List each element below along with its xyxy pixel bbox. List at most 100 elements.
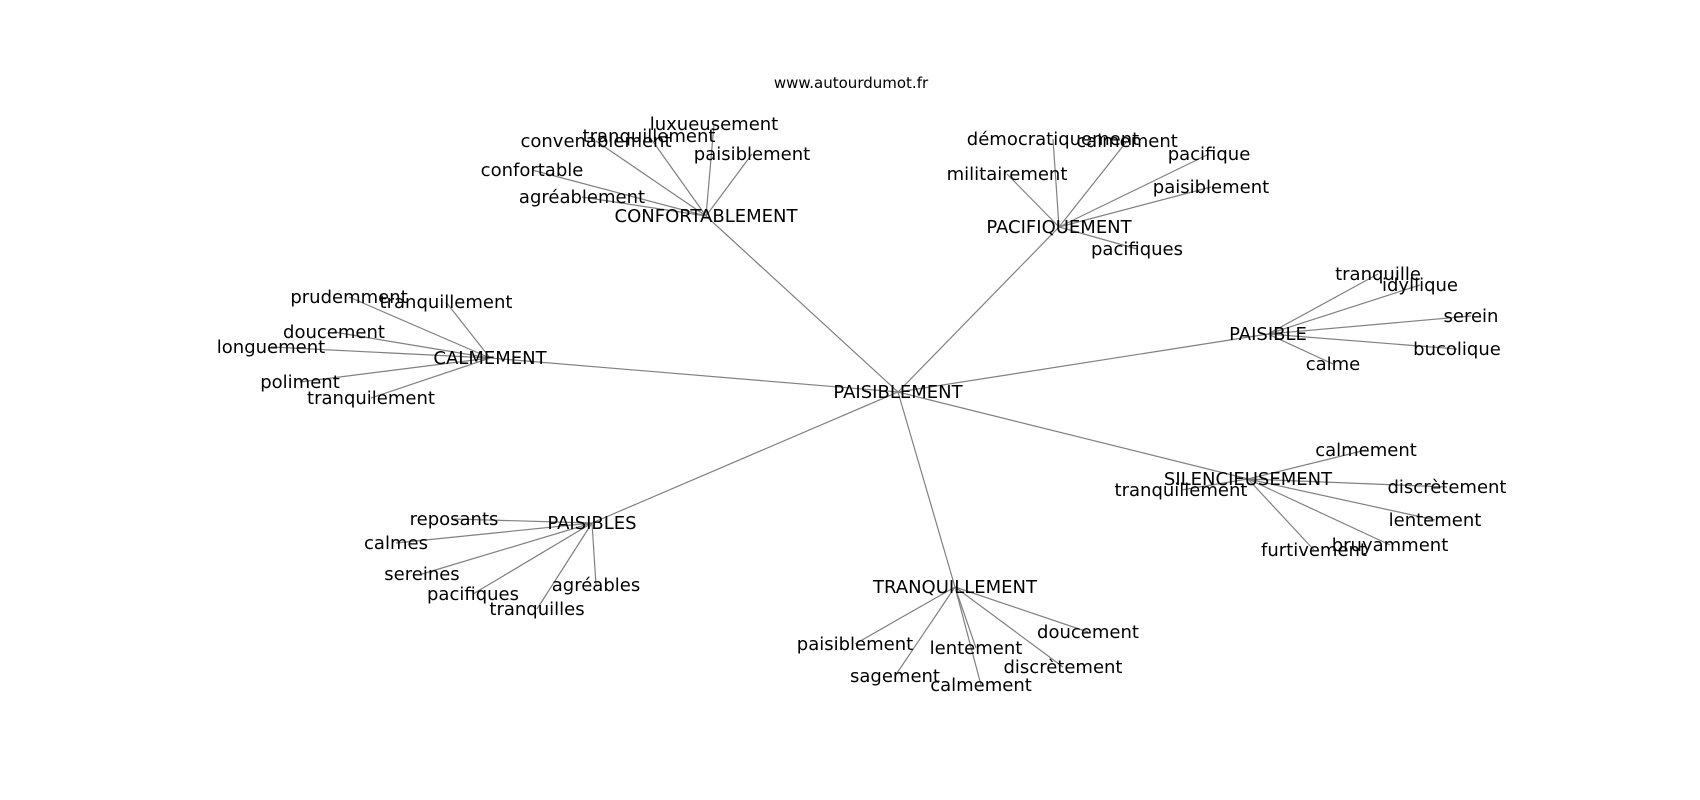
leaf-word-node[interactable]: idyllique (1382, 275, 1458, 296)
edge-center-0 (705, 215, 899, 393)
edge-leaf-6-0 (954, 586, 1089, 633)
edge-leaf-2-2 (1267, 315, 1472, 335)
leaf-word-node[interactable]: pacifique (1168, 144, 1251, 165)
leaf-word-node[interactable]: lentement (930, 638, 1023, 659)
leaf-word-node[interactable]: serein (1444, 306, 1499, 327)
leaf-word-node[interactable]: paisiblement (1153, 177, 1269, 198)
center-word-node[interactable]: PAISIBLEMENT (833, 382, 963, 403)
edge-leaf-0-2 (595, 140, 707, 217)
edge-leaf-4-5 (1247, 478, 1315, 551)
cluster-word-node[interactable]: SILENCIEUSEMENT (1164, 469, 1333, 490)
leaf-word-node[interactable]: prudemment (290, 287, 407, 308)
edge-center-3 (489, 357, 899, 393)
edge-leaf-0-4 (531, 169, 707, 217)
cluster-word-node[interactable]: PAISIBLE (1229, 324, 1307, 345)
leaf-word-node[interactable]: discrètement (1388, 477, 1507, 498)
edge-leaf-1-3 (1006, 173, 1060, 228)
edge-leaf-3-5 (370, 357, 491, 399)
edge-leaf-5-2 (421, 522, 593, 575)
leaf-word-node[interactable]: reposants (410, 509, 499, 530)
cluster-word-node[interactable]: PACIFIQUEMENT (986, 217, 1132, 238)
leaf-word-node[interactable]: bruyamment (1332, 535, 1449, 556)
edge-leaf-1-4 (1058, 186, 1212, 228)
leaf-word-node[interactable]: bucolique (1413, 339, 1501, 360)
leaf-word-node[interactable]: poliment (260, 372, 340, 393)
site-url: www.autourdumot.fr (774, 74, 929, 92)
edge-leaf-3-3 (270, 346, 491, 359)
edge-center-2 (897, 333, 1269, 393)
leaf-word-node[interactable]: paisiblement (694, 144, 810, 165)
edge-leaf-4-4 (1247, 478, 1391, 546)
cluster-word-node[interactable]: PAISIBLES (547, 513, 636, 534)
leaf-word-node[interactable]: convenablement (520, 131, 671, 152)
edge-leaf-4-3 (1247, 478, 1436, 521)
leaf-word-node[interactable]: sagement (850, 666, 940, 687)
edge-leaf-2-1 (1267, 284, 1421, 335)
leaf-word-node[interactable]: démocratiquement (967, 129, 1139, 150)
edge-leaf-6-3 (954, 586, 1064, 668)
edge-leaf-6-5 (954, 586, 982, 686)
cluster-word-node[interactable]: CALMEMENT (433, 348, 547, 369)
edge-center-1 (897, 226, 1060, 393)
edge-leaf-4-1 (1247, 478, 1448, 488)
leaf-word-node[interactable]: tranquilles (489, 599, 584, 620)
leaf-word-node[interactable]: sereines (384, 564, 459, 585)
leaf-word-node[interactable]: furtivement (1261, 540, 1367, 561)
edge-leaf-6-2 (954, 586, 977, 649)
leaf-word-node[interactable]: militairement (947, 164, 1068, 185)
leaf-word-node[interactable]: tranquillement (1115, 480, 1248, 501)
edge-center-4 (897, 391, 1249, 480)
leaf-word-node[interactable]: confortable (481, 160, 584, 181)
leaf-word-node[interactable]: lentement (1389, 510, 1482, 531)
leaf-word-node[interactable]: calmement (930, 675, 1032, 696)
edge-leaf-0-1 (648, 135, 707, 217)
leaf-word-node[interactable]: calmement (1315, 440, 1417, 461)
edge-leaf-3-4 (299, 357, 491, 383)
edge-leaf-1-1 (1058, 140, 1128, 228)
edge-leaf-0-3 (705, 153, 753, 217)
leaf-word-node[interactable]: pacifiques (1091, 239, 1183, 260)
edge-leaf-1-2 (1058, 153, 1210, 228)
leaf-word-node[interactable]: luxueusement (650, 114, 778, 135)
edge-leaf-2-0 (1267, 273, 1379, 335)
edge-leaf-2-4 (1267, 333, 1334, 365)
edge-center-5 (591, 391, 899, 524)
edge-leaf-3-2 (333, 331, 491, 359)
edge-leaf-0-5 (581, 196, 707, 217)
leaf-word-node[interactable]: tranquilement (307, 388, 435, 409)
edge-leaf-3-1 (445, 301, 491, 359)
edge-leaf-6-1 (854, 586, 956, 645)
edge-center-6 (897, 391, 956, 588)
edge-leaf-3-0 (348, 296, 491, 359)
leaf-word-node[interactable]: agréables (552, 575, 640, 596)
edge-leaf-2-3 (1267, 333, 1458, 350)
edge-leaf-5-3 (472, 522, 593, 595)
leaf-word-node[interactable]: tranquille (1335, 264, 1421, 285)
edge-leaf-5-0 (453, 518, 593, 524)
leaf-word-node[interactable]: pacifiques (427, 584, 519, 605)
edge-leaf-0-0 (705, 123, 715, 217)
edge-leaf-5-4 (591, 522, 597, 586)
edge-leaf-5-5 (536, 522, 593, 610)
graph-labels: PAISIBLEMENTluxueusementtranquillementco… (217, 114, 1507, 696)
leaf-word-node[interactable]: paisiblement (797, 634, 913, 655)
leaf-word-node[interactable]: tranquillement (380, 292, 513, 313)
leaf-word-node[interactable]: agréablement (519, 187, 645, 208)
leaf-word-node[interactable]: longuement (217, 337, 325, 358)
leaf-word-node[interactable]: tranquillement (583, 126, 716, 147)
leaf-word-node[interactable]: calmes (364, 533, 428, 554)
edge-leaf-4-0 (1247, 449, 1367, 480)
cluster-word-node[interactable]: CONFORTABLEMENT (615, 206, 799, 227)
edge-leaf-4-2 (1180, 478, 1249, 491)
leaf-word-node[interactable]: doucement (283, 322, 385, 343)
edge-leaf-5-1 (395, 522, 593, 544)
leaf-word-node[interactable]: doucement (1037, 622, 1139, 643)
edge-leaf-1-0 (1052, 138, 1060, 228)
graph-edges (270, 123, 1472, 686)
leaf-word-node[interactable]: discrètement (1004, 657, 1123, 678)
edge-leaf-6-4 (894, 586, 956, 677)
cluster-word-node[interactable]: TRANQUILLEMENT (872, 577, 1038, 598)
leaf-word-node[interactable]: calme (1306, 354, 1361, 375)
leaf-word-node[interactable]: calmement (1076, 131, 1178, 152)
